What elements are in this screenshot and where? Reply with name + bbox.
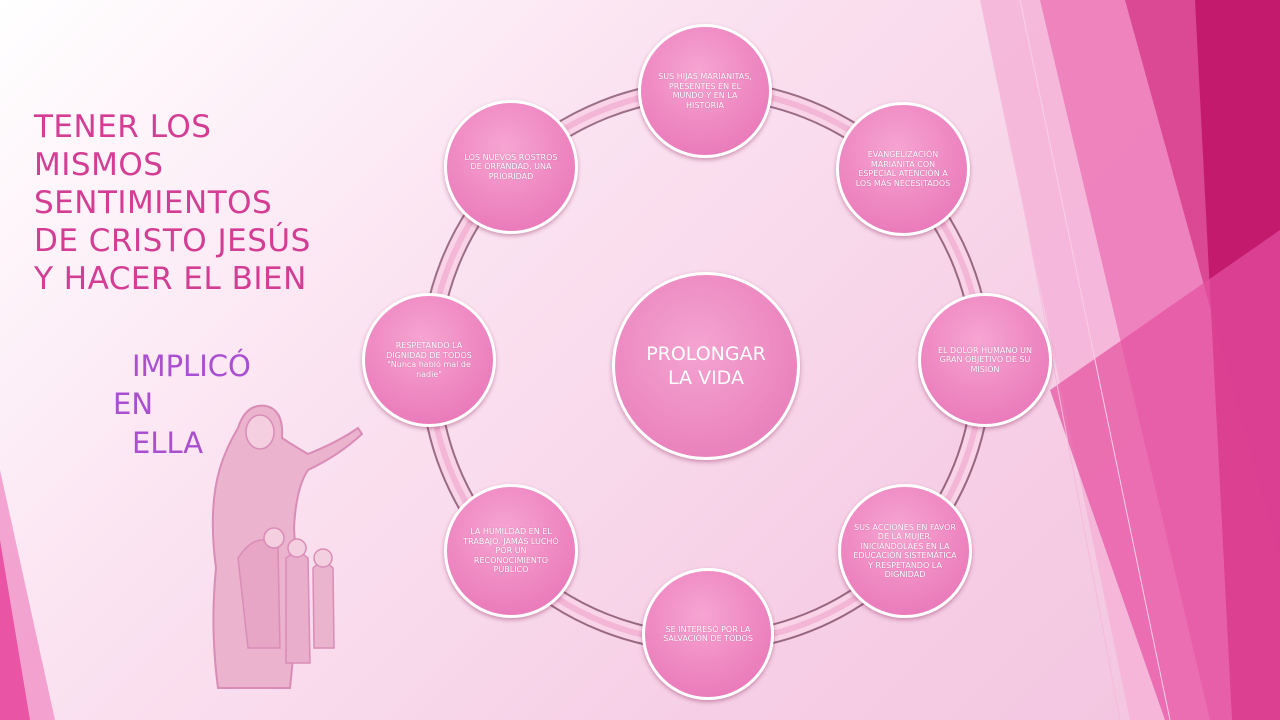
cycle-node: EVANGELIZACIÓN MARIANITA CON ESPECIAL AT…: [836, 102, 970, 236]
title-line: DE CRISTO JESÚS: [34, 223, 311, 259]
cycle-node: EL DOLOR HUMANO UN GRAN OBJETIVO DE SU M…: [918, 293, 1052, 427]
cycle-node: SE INTERESÓ POR LA SALVACIÓN DE TODOS: [642, 568, 774, 700]
saint-figure-image: [211, 404, 364, 689]
center-node: PROLONGAR LA VIDA: [612, 272, 800, 460]
cycle-node: SUS HIJAS MARIANITAS, PRESENTES EN EL MU…: [638, 24, 772, 158]
subtitle-line: EN: [113, 387, 154, 421]
title-line: TENER LOS: [34, 109, 212, 145]
cycle-node: LOS NUEVOS ROSTROS DE ORFANDAD. UNA PRIO…: [444, 100, 578, 234]
subtitle-line: IMPLICÓ: [132, 349, 251, 383]
title-line: MISMOS: [34, 147, 164, 183]
cycle-node: SUS ACCIONES EN FAVOR DE LA MUJER. INICI…: [838, 484, 972, 618]
cycle-node: RESPETANDO LA DIGNIDAD DE TODOS "Nunca h…: [362, 293, 496, 427]
title-block: TENER LOS MISMOS SENTIMIENTOS DE CRISTO …: [34, 108, 324, 298]
title-line: SENTIMIENTOS: [34, 185, 273, 221]
cycle-node: LA HUMILDAD EN EL TRABAJO. JAMÁS LUCHÓ P…: [444, 484, 578, 618]
title-line: Y HACER EL BIEN: [34, 261, 307, 297]
subtitle-line: ELLA: [132, 426, 204, 460]
